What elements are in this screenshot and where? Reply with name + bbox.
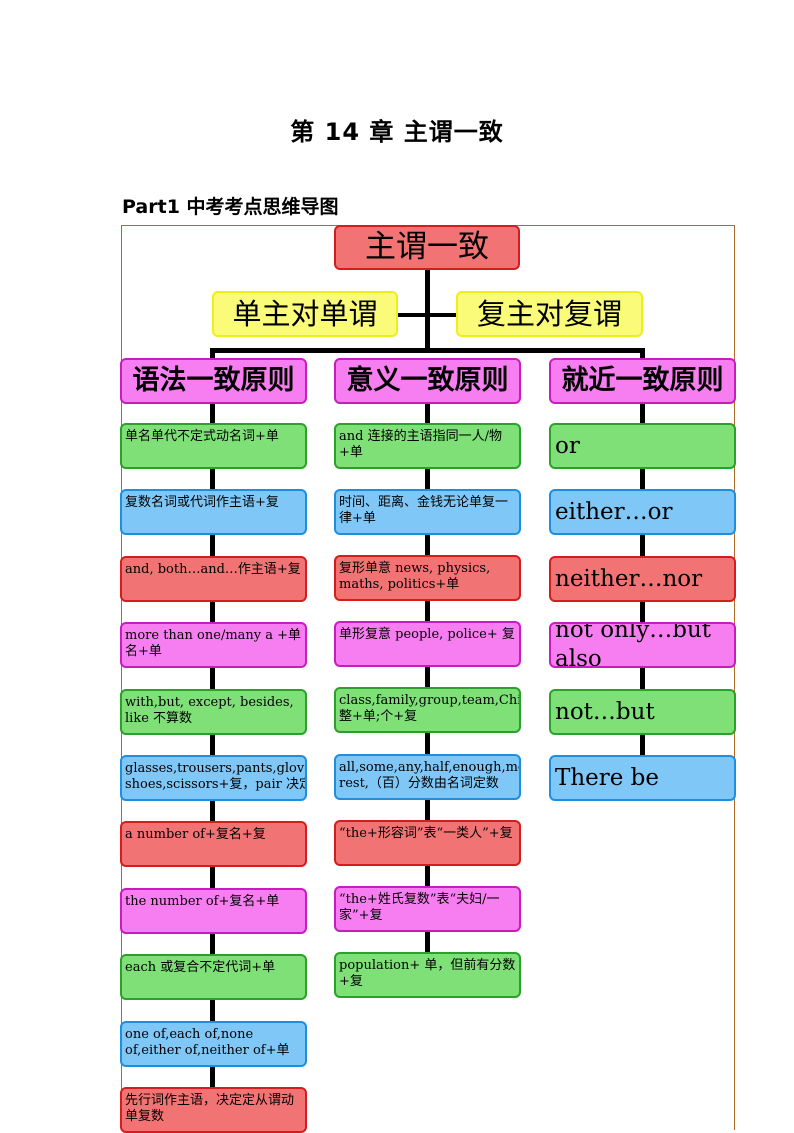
connector-sub-bar <box>397 313 457 317</box>
header-meaning-principle: 意义一致原则 <box>334 358 521 404</box>
grammar-rule-3: and, both…and…作主语+复 <box>120 556 307 602</box>
meaning-rule-7: “the+形容词”表“一类人”+复 <box>334 820 521 866</box>
grammar-rule-6: glasses,trousers,pants,gloves, shoes,sci… <box>120 755 307 801</box>
grammar-rule-7: a number of+复名+复 <box>120 821 307 867</box>
proximity-rule-1: or <box>549 423 736 469</box>
page-title: 第 14 章 主谓一致 <box>290 118 504 146</box>
connector-header-bar <box>210 348 645 353</box>
grammar-rule-5: with,but, except, besides, like 不算数 <box>120 689 307 735</box>
meaning-rule-2: 时间、距离、金钱无论单复一律+单 <box>334 489 521 535</box>
proximity-rule-5: not…but <box>549 689 736 735</box>
meaning-rule-9: population+ 单，但前有分数+复 <box>334 952 521 998</box>
column-line-left <box>210 402 215 1092</box>
meaning-rule-3: 复形单意 news, physics, maths, politics+单 <box>334 555 521 601</box>
proximity-rule-6: There be <box>549 755 736 801</box>
proximity-rule-4: not only…but also <box>549 622 736 668</box>
grammar-rule-1: 单名单代不定式动名词+单 <box>120 423 307 469</box>
grammar-rule-10: one of,each of,none of,either of,neither… <box>120 1021 307 1067</box>
meaning-rule-6: all,some,any,half,enough,most,the rest,（… <box>334 754 521 800</box>
part-heading: Part1 中考考点思维导图 <box>122 196 339 218</box>
grammar-rule-8: the number of+复名+单 <box>120 888 307 934</box>
grammar-rule-2: 复数名词或代词作主语+复 <box>120 489 307 535</box>
header-proximity-principle: 就近一致原则 <box>549 358 736 404</box>
connector-root-trunk <box>425 269 430 351</box>
meaning-rule-4: 单形复意 people, police+ 复 <box>334 621 521 667</box>
connector-drop-right <box>640 348 645 360</box>
proximity-rule-2: either…or <box>549 489 736 535</box>
meaning-rule-5: class,family,group,team,Chinese,Japanese… <box>334 687 521 733</box>
single-subject-node: 单主对单谓 <box>212 291 398 337</box>
grammar-rule-4: more than one/many a +单名+单 <box>120 622 307 668</box>
grammar-rule-9: each 或复合不定代词+单 <box>120 954 307 1000</box>
column-line-middle <box>425 402 430 954</box>
meaning-rule-1: and 连接的主语指同一人/物+单 <box>334 423 521 469</box>
connector-drop-left <box>210 348 215 360</box>
header-grammar-principle: 语法一致原则 <box>120 358 307 404</box>
grammar-rule-11: 先行词作主语，决定定从谓动单复数 <box>120 1087 307 1133</box>
plural-subject-node: 复主对复谓 <box>456 291 643 337</box>
meaning-rule-8: “the+姓氏复数”表“夫妇/一家”+复 <box>334 886 521 932</box>
root-node: 主谓一致 <box>334 225 520 270</box>
proximity-rule-3: neither…nor <box>549 556 736 602</box>
